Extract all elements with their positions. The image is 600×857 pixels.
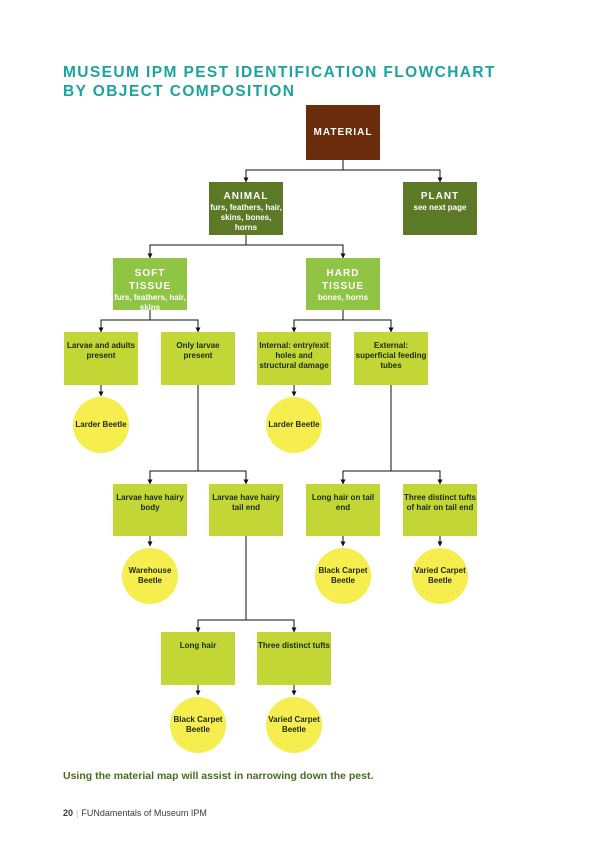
title-line-2: BY OBJECT COMPOSITION <box>63 83 296 100</box>
pest-black-carpet-beetle-1-label: Black Carpet Beetle <box>318 566 368 585</box>
node-three-tufts: Three distinct tufts <box>257 632 331 685</box>
node-hard-tissue-label: HARD TISSUE <box>321 268 365 292</box>
page-footer: 20|FUNdamentals of Museum IPM <box>63 808 207 818</box>
connector-only-larvae-tail <box>198 470 249 485</box>
pest-larder-beetle-2-label: Larder Beetle <box>268 420 320 429</box>
node-hard-tissue-sub: bones, horns <box>317 293 369 302</box>
node-long-hair-tail-label: Long hair on tail end <box>311 493 375 512</box>
pest-varied-carpet-beetle-2-label: Varied Carpet Beetle <box>268 715 320 734</box>
pest-warehouse-beetle-label: Warehouse Beetle <box>128 566 172 585</box>
connector-hard-internal <box>291 310 344 333</box>
node-larvae-adults-label: Larvae and adults present <box>66 341 136 360</box>
pest-larder-beetle-2: Larder Beetle <box>266 397 322 453</box>
node-plant-label: PLANT <box>420 191 460 202</box>
connector-material <box>245 160 440 182</box>
node-animal-sub: furs, feathers, hair, skins, bones, horn… <box>210 203 282 232</box>
footer-text: FUNdamentals of Museum IPM <box>81 808 207 818</box>
pest-varied-carpet-beetle-1-label: Varied Carpet Beetle <box>414 566 466 585</box>
connector-external <box>340 385 392 485</box>
node-larvae-hairy-tail: Larvae have hairy tail end <box>209 484 283 536</box>
node-larvae-hairy-body: Larvae have hairy body <box>113 484 187 536</box>
connector-animal-hard <box>246 244 346 259</box>
page-number: 20 <box>63 808 74 818</box>
pest-larder-beetle-1: Larder Beetle <box>73 397 129 453</box>
footer-separator: | <box>76 808 79 818</box>
node-only-larvae: Only larvae present <box>161 332 235 385</box>
pest-larder-beetle-1-label: Larder Beetle <box>75 420 127 429</box>
pest-varied-carpet-beetle-1: Varied Carpet Beetle <box>412 548 468 604</box>
node-three-tufts-tail-label: Three distinct tufts of hair on tail end <box>403 493 476 512</box>
node-larvae-adults: Larvae and adults present <box>64 332 138 385</box>
node-external-label: External: superficial feeding tubes <box>355 341 427 370</box>
node-material-label: MATERIAL <box>313 126 373 138</box>
node-three-tufts-label: Three distinct tufts <box>257 641 330 650</box>
connector-only-larvae <box>147 385 199 485</box>
node-larvae-hairy-tail-label: Larvae have hairy tail end <box>212 493 280 512</box>
connector-hairy-tail <box>195 536 247 633</box>
node-soft-tissue: SOFT TISSUE furs, feathers, hair, skins <box>113 258 187 312</box>
node-soft-tissue-sub: furs, feathers, hair, skins <box>114 293 186 312</box>
pest-warehouse-beetle: Warehouse Beetle <box>122 548 178 604</box>
connector-external-tufts <box>391 470 443 485</box>
node-internal: Internal: entry/exit holes and structura… <box>257 332 331 385</box>
pest-black-carpet-beetle-2-label: Black Carpet Beetle <box>173 715 223 734</box>
footnote: Using the material map will assist in na… <box>63 770 374 782</box>
node-external: External: superficial feeding tubes <box>354 332 428 385</box>
node-animal-label: ANIMAL <box>223 191 269 202</box>
pest-black-carpet-beetle-2: Black Carpet Beetle <box>170 697 226 753</box>
node-material: MATERIAL <box>306 105 380 160</box>
node-internal-label: Internal: entry/exit holes and structura… <box>259 341 329 370</box>
node-plant-sub: see next page <box>413 203 467 212</box>
node-long-hair-label: Long hair <box>179 641 217 650</box>
connector-animal-soft <box>147 235 247 259</box>
node-larvae-hairy-body-label: Larvae have hairy body <box>116 493 184 512</box>
connector-hard-external <box>343 319 394 333</box>
node-only-larvae-label: Only larvae present <box>176 341 220 360</box>
node-three-tufts-tail: Three distinct tufts of hair on tail end <box>403 484 477 536</box>
page-title: MUSEUM IPM PEST IDENTIFICATION FLOWCHART… <box>63 63 496 101</box>
title-line-1: MUSEUM IPM PEST IDENTIFICATION FLOWCHART <box>63 64 496 81</box>
pest-varied-carpet-beetle-2: Varied Carpet Beetle <box>266 697 322 753</box>
connector-soft-only-larvae <box>150 319 201 333</box>
pest-black-carpet-beetle-1: Black Carpet Beetle <box>315 548 371 604</box>
node-animal: ANIMAL furs, feathers, hair, skins, bone… <box>209 182 283 235</box>
node-plant: PLANT see next page <box>403 182 477 235</box>
node-soft-tissue-label: SOFT TISSUE <box>128 268 172 292</box>
node-hard-tissue: HARD TISSUE bones, horns <box>306 258 380 310</box>
node-long-hair: Long hair <box>161 632 235 685</box>
connector-hairy-tail-tufts <box>246 619 297 633</box>
connector-soft-larvae-adults <box>98 310 151 333</box>
node-long-hair-tail: Long hair on tail end <box>306 484 380 536</box>
